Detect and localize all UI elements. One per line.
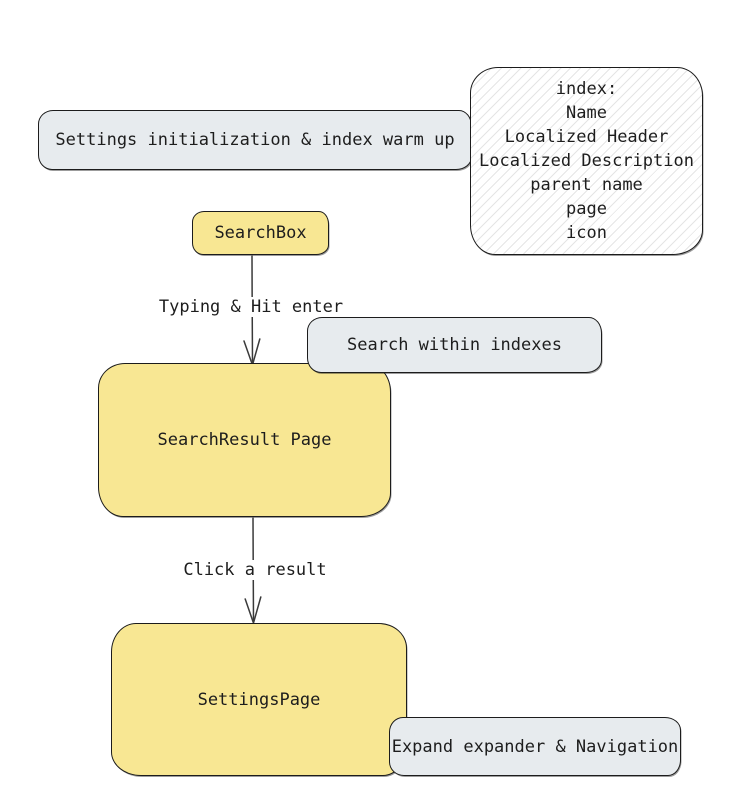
- settings-page-node: SettingsPage: [111, 623, 407, 776]
- settings-page-label: SettingsPage: [197, 689, 321, 710]
- settings-init-label: Settings initialization & index warm up: [55, 130, 455, 150]
- arrow-click-head: [244, 596, 262, 624]
- expand-nav-label: Expand expander & Navigation: [391, 736, 679, 757]
- index-note-title: index:: [555, 79, 618, 99]
- search-within-label: Search within indexes: [347, 335, 562, 355]
- search-result-label: SearchResult Page: [157, 430, 332, 450]
- search-box-label: SearchBox: [214, 223, 307, 243]
- index-field-localized-header: Localized Header: [504, 127, 669, 147]
- expand-nav-node: Expand expander & Navigation: [389, 717, 681, 776]
- search-within-node: Search within indexes: [307, 317, 602, 373]
- edge-label-typing: Typing & Hit enter: [155, 297, 347, 317]
- index-field-name: Name: [566, 103, 607, 123]
- edge-label-click: Click a result: [180, 560, 330, 580]
- search-result-node: SearchResult Page: [98, 363, 391, 517]
- index-field-parent-name: parent name: [530, 175, 643, 195]
- settings-init-node: Settings initialization & index warm up: [38, 110, 472, 170]
- index-field-page: page: [566, 199, 607, 219]
- index-note-node: index: Name Localized Header Localized D…: [470, 67, 703, 255]
- arrow-typing-head: [243, 338, 261, 366]
- index-field-icon: icon: [566, 223, 607, 243]
- index-field-localized-description: Localized Description: [479, 151, 694, 171]
- search-box-node: SearchBox: [192, 211, 329, 255]
